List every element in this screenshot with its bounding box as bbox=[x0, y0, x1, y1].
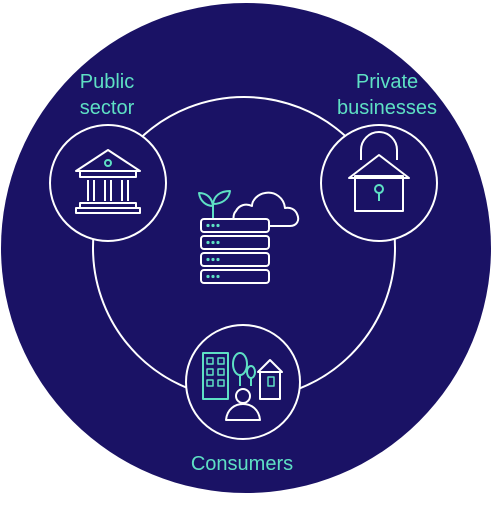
node-consumers bbox=[185, 324, 301, 440]
data-server-with-sprout-and-cloud-icon bbox=[198, 190, 300, 284]
label-public-sector: Public sector bbox=[52, 69, 162, 121]
label-public-sector-line-2: sector bbox=[79, 97, 135, 119]
label-private-businesses-line-2: businesses bbox=[336, 97, 438, 119]
node-private-businesses bbox=[320, 124, 438, 242]
locked-house-icon bbox=[348, 131, 410, 212]
label-private-businesses: Private businesses bbox=[320, 69, 454, 121]
city-and-person-icon bbox=[202, 352, 283, 421]
node-public-sector bbox=[49, 124, 167, 242]
label-private-businesses-line-1: Private bbox=[355, 71, 419, 93]
bank-building-icon bbox=[75, 149, 141, 214]
label-consumers: Consumers bbox=[160, 451, 324, 477]
label-consumers-line-1: Consumers bbox=[190, 453, 294, 475]
label-public-sector-line-1: Public bbox=[79, 71, 135, 93]
